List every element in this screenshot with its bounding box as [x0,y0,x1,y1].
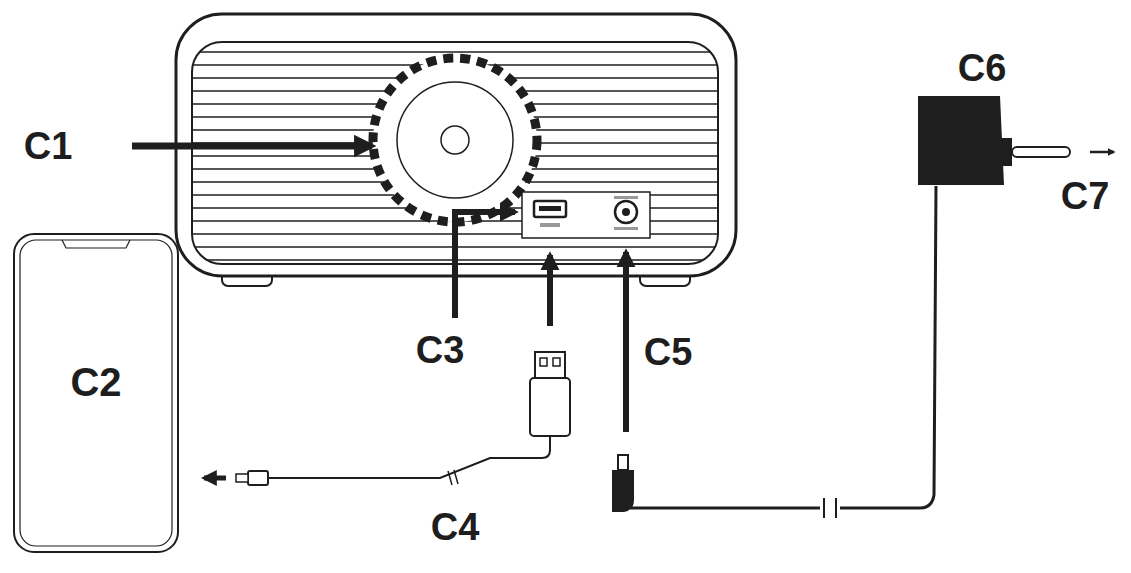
usb-plug-contact [540,358,547,366]
adapter-collar [1000,138,1012,166]
speaker-dust-cap [441,126,469,154]
plug-prong [1012,147,1070,157]
grille-slot [192,51,718,53]
speaker-ring [373,58,537,222]
usb-plug-metal [535,352,565,378]
cable-break-mark [824,498,836,518]
lightning-tip [236,474,248,482]
dc-jack-pin [622,208,630,216]
dc-plug-tip [618,455,628,470]
power-cable [630,186,936,508]
callout-label: C5 [644,333,693,371]
port-marking [540,223,560,227]
insert-arrow [547,255,553,326]
leader-arrow [455,212,515,318]
phone-notch [62,240,130,248]
dc-jack [615,201,637,223]
callout-label: C4 [431,508,480,546]
leader-arrow [132,143,372,150]
power-adapter [918,96,1004,185]
lightning-plug [248,471,268,485]
callout-label: C7 [1061,177,1110,215]
usb-port-tongue [539,206,561,211]
callout-label: C1 [24,127,73,165]
direction-arrow [1090,151,1114,154]
callout-number: C2 [70,362,121,402]
callout-label: C6 [958,49,1007,87]
phone-body [14,234,178,552]
port-marking [614,196,638,199]
insert-arrow [623,252,629,432]
callout-label: C3 [416,331,465,369]
dc-plug-body [612,470,634,512]
usb-cable [268,436,550,478]
cable-break-mark [448,470,458,485]
phone-screen [20,240,172,546]
usb-plug-body [530,378,570,436]
port-marking [614,227,638,230]
usb-plug-contact [553,358,560,366]
speaker-cone [397,82,513,198]
phone: C2 [12,232,180,554]
port-panel [522,192,650,238]
usb-port [534,201,566,217]
direction-arrow [204,476,226,481]
